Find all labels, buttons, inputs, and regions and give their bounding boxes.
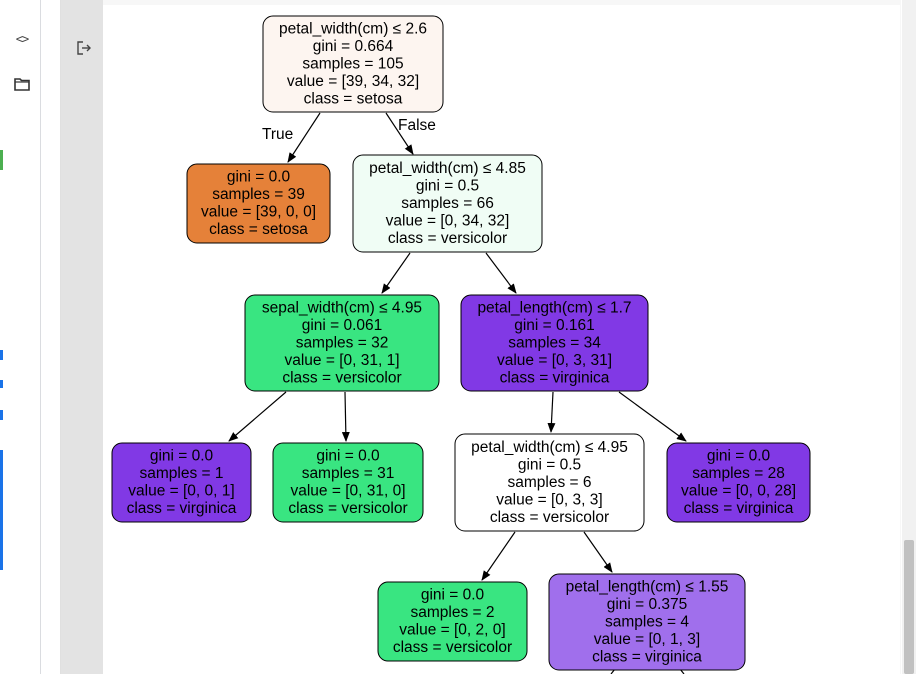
tree-node-line: samples = 1 bbox=[139, 465, 223, 482]
left-sidebar: <> bbox=[0, 0, 41, 674]
tree-edge-n2-n4 bbox=[485, 252, 517, 294]
tree-edge-n4-n7 bbox=[547, 391, 556, 433]
tree-edge-n2-n3 bbox=[381, 252, 411, 294]
tree-node-line: petal_width(cm) ≤ 4.85 bbox=[369, 160, 526, 177]
tree-node-line: class = versicolor bbox=[288, 500, 407, 517]
tree-node-line: gini = 0.061 bbox=[302, 317, 383, 334]
tree-node-box bbox=[352, 154, 543, 253]
tree-node-box bbox=[460, 294, 649, 392]
tree-node-line: class = virginica bbox=[592, 648, 702, 665]
tree-node-line: value = [0, 2, 0] bbox=[399, 622, 505, 639]
tree-node-line: samples = 32 bbox=[296, 334, 389, 351]
tree-node-line: class = versicolor bbox=[490, 509, 609, 526]
tree-node-line: petal_length(cm) ≤ 1.55 bbox=[566, 578, 729, 595]
tree-node-line: value = [0, 0, 1] bbox=[128, 483, 234, 500]
tree-edge-n0-n1 bbox=[287, 112, 321, 163]
tree-node-line: samples = 66 bbox=[401, 195, 494, 212]
tree-edge-n7-n10 bbox=[583, 531, 613, 573]
tree-node-line: gini = 0.0 bbox=[421, 587, 485, 604]
vertical-scrollbar-thumb[interactable] bbox=[904, 540, 914, 674]
tree-node-line: value = [0, 31, 1] bbox=[284, 352, 399, 369]
cell-gutter bbox=[61, 0, 103, 674]
tree-node-line: petal_width(cm) ≤ 2.6 bbox=[279, 20, 427, 37]
tree-edge-n3-n6 bbox=[341, 391, 350, 442]
vertical-scrollbar-track[interactable] bbox=[902, 0, 916, 674]
tree-node-box bbox=[454, 433, 645, 532]
tree-node-box bbox=[244, 294, 440, 392]
tree-edges bbox=[228, 112, 687, 674]
tree-node-line: petal_width(cm) ≤ 4.95 bbox=[471, 439, 628, 456]
tree-node-line: class = virginica bbox=[500, 369, 610, 386]
tree-node-line: class = versicolor bbox=[393, 639, 512, 656]
tree-edge-n0-n2 bbox=[385, 112, 414, 155]
code-icon[interactable]: <> bbox=[15, 32, 29, 46]
folder-icon[interactable] bbox=[12, 74, 32, 94]
tree-node-line: gini = 0.0 bbox=[150, 448, 214, 465]
tree-node-line: samples = 34 bbox=[508, 334, 601, 351]
tree-node-box bbox=[186, 163, 331, 244]
tree-node-line: gini = 0.5 bbox=[518, 456, 581, 473]
tree-node-line: samples = 2 bbox=[410, 604, 494, 621]
tree-node-line: samples = 31 bbox=[302, 465, 395, 482]
tree-node-line: class = setosa bbox=[209, 221, 308, 238]
tree-node-line: sepal_width(cm) ≤ 4.95 bbox=[262, 299, 422, 316]
output-redirect-icon[interactable] bbox=[74, 38, 94, 58]
tree-node-line: gini = 0.161 bbox=[514, 317, 595, 334]
tree-node-line: class = versicolor bbox=[388, 230, 507, 247]
tree-node-line: value = [0, 31, 0] bbox=[290, 483, 405, 500]
tree-node-line: class = virginica bbox=[127, 500, 237, 517]
tree-node-line: value = [39, 34, 32] bbox=[287, 73, 419, 90]
tree-node-line: gini = 0.0 bbox=[707, 448, 771, 465]
tree-node-box bbox=[111, 442, 252, 523]
folder-icon-graphic bbox=[14, 78, 30, 91]
tree-node-line: gini = 0.664 bbox=[313, 38, 394, 55]
tree-node-line: value = [0, 3, 3] bbox=[496, 491, 602, 508]
tree-node-line: gini = 0.375 bbox=[607, 596, 688, 613]
tree-node-box bbox=[262, 15, 444, 113]
tree-node-line: gini = 0.0 bbox=[227, 169, 291, 186]
edge-marks bbox=[0, 150, 3, 570]
tree-node-line: samples = 39 bbox=[212, 186, 305, 203]
tree-node-line: value = [0, 34, 32] bbox=[386, 212, 510, 229]
tree-node-line: value = [0, 3, 31] bbox=[497, 352, 612, 369]
tree-node-line: value = [0, 0, 28] bbox=[681, 483, 796, 500]
tree-node-box bbox=[666, 442, 811, 523]
tree-node-line: samples = 28 bbox=[692, 465, 785, 482]
tree-node-line: value = [0, 1, 3] bbox=[594, 631, 700, 648]
tree-edge-n3-n5 bbox=[228, 391, 287, 442]
output-redirect-icon-graphic bbox=[77, 41, 91, 55]
tree-node-line: petal_length(cm) ≤ 1.7 bbox=[477, 299, 631, 316]
edge-label-false: False bbox=[398, 117, 436, 134]
tree-node-line: samples = 6 bbox=[507, 474, 591, 491]
tree-node-line: samples = 4 bbox=[605, 613, 689, 630]
tree-node-box bbox=[377, 581, 528, 662]
tree-node-line: value = [39, 0, 0] bbox=[201, 204, 316, 221]
edge-label-true: True bbox=[262, 126, 293, 143]
tree-node-box bbox=[548, 573, 746, 671]
tree-node-line: class = virginica bbox=[684, 500, 794, 517]
tree-node-line: gini = 0.5 bbox=[416, 177, 479, 194]
tree-node-line: samples = 105 bbox=[302, 55, 403, 72]
tree-edge-labels: True False bbox=[262, 117, 436, 143]
tree-node-line: gini = 0.0 bbox=[316, 448, 380, 465]
tree-edge-n4-n8 bbox=[618, 391, 687, 442]
tree-edge-n7-n9 bbox=[481, 531, 516, 581]
tree-node-line: class = versicolor bbox=[282, 369, 401, 386]
tree-node-box bbox=[272, 442, 424, 523]
tree-node-line: class = setosa bbox=[304, 90, 403, 107]
